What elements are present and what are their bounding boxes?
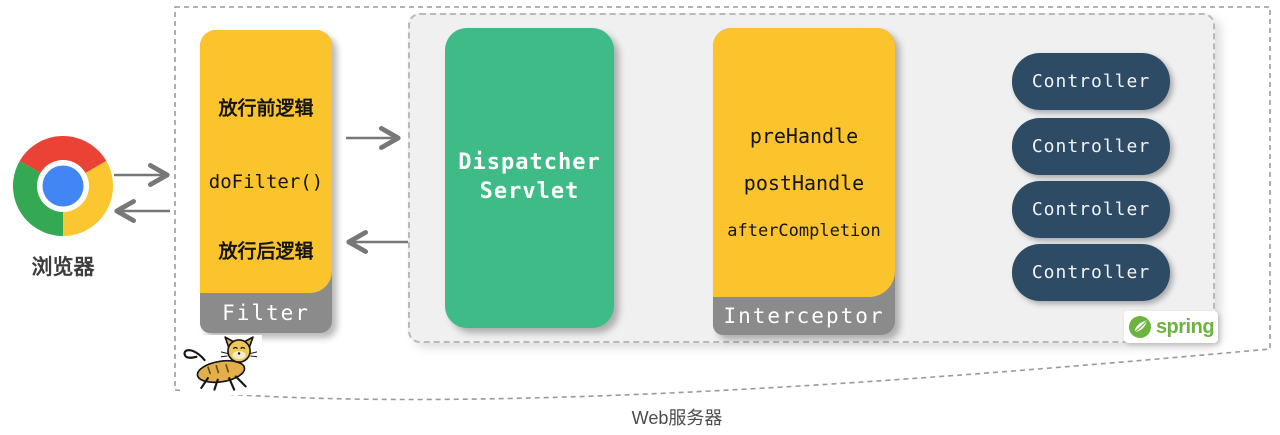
filter-post-logic-label: 放行后逻辑 — [218, 241, 314, 263]
filter-body: 放行前逻辑 doFilter() 放行后逻辑 — [200, 30, 332, 293]
filter-pre-logic-label: 放行前逻辑 — [218, 98, 314, 120]
filter-title: Filter — [222, 301, 310, 325]
dispatcher-servlet-box: Dispatcher Servlet — [445, 28, 614, 328]
controller-pill-3: Controller — [1012, 181, 1170, 238]
dispatcher-servlet-label: Dispatcher Servlet — [458, 150, 601, 204]
interceptor-body: preHandle postHandle afterCompletion — [713, 28, 895, 297]
spring-logo: spring — [1124, 311, 1218, 343]
chrome-icon — [13, 136, 113, 236]
spring-leaf-icon — [1128, 316, 1151, 338]
interceptor-posthandle-label: postHandle — [743, 171, 865, 195]
tomcat-cat-icon — [183, 336, 258, 391]
controller-pill-4: Controller — [1012, 244, 1170, 301]
controller-pill-2: Controller — [1012, 118, 1170, 175]
browser-label: 浏览器 — [31, 256, 95, 279]
filter-dofilter-label: doFilter() — [208, 171, 324, 193]
web-server-label: Web服务器 — [631, 408, 723, 428]
controller-pill-1: Controller — [1012, 53, 1170, 110]
browser-group: 浏览器 — [13, 136, 113, 281]
interceptor-box: preHandle postHandle afterCompletion Int… — [713, 28, 895, 335]
interceptor-aftercompletion-label: afterCompletion — [727, 221, 881, 241]
spring-label: spring — [1155, 315, 1215, 338]
interceptor-title: Interceptor — [723, 304, 885, 328]
filter-box: 放行前逻辑 doFilter() 放行后逻辑 Filter — [200, 30, 332, 333]
tomcat-logo — [180, 335, 262, 395]
interceptor-prehandle-label: preHandle — [749, 124, 859, 148]
